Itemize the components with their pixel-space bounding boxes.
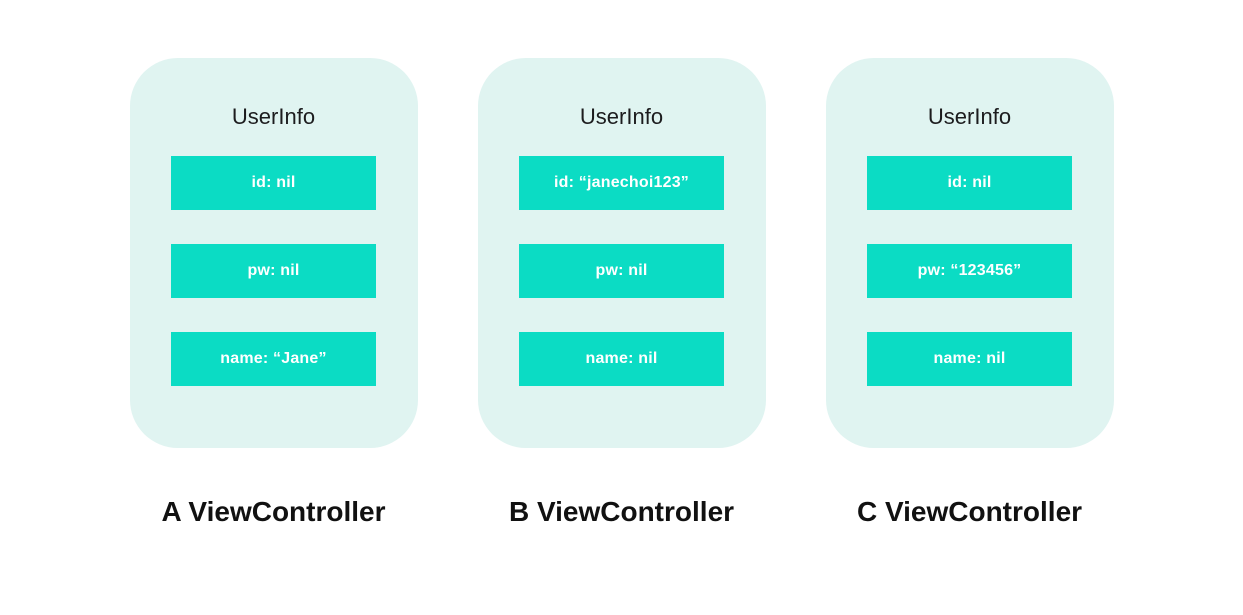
card-title: UserInfo: [927, 104, 1012, 129]
field-pw: pw: “123456”: [867, 244, 1072, 298]
viewcontrollers-diagram: UserInfo id: nil pw: nil name: “Jane” A …: [129, 58, 1114, 528]
field-list: id: “janechoi123” pw: nil name: nil: [519, 156, 724, 386]
userinfo-card-a: UserInfo id: nil pw: nil name: “Jane”: [129, 58, 418, 448]
viewcontroller-c-section: UserInfo id: nil pw: “123456” name: nil …: [825, 58, 1114, 528]
field-name: name: nil: [867, 332, 1072, 386]
userinfo-card-b: UserInfo id: “janechoi123” pw: nil name:…: [477, 58, 766, 448]
viewcontroller-a-label: A ViewController: [161, 496, 386, 527]
field-list: id: nil pw: nil name: “Jane”: [171, 156, 376, 386]
field-name: name: “Jane”: [171, 332, 376, 386]
viewcontroller-a-section: UserInfo id: nil pw: nil name: “Jane” A …: [129, 58, 418, 528]
viewcontroller-b-section: UserInfo id: “janechoi123” pw: nil name:…: [477, 58, 766, 528]
field-pw: pw: nil: [519, 244, 724, 298]
field-name: name: nil: [519, 332, 724, 386]
field-id: id: nil: [867, 156, 1072, 210]
field-pw: pw: nil: [171, 244, 376, 298]
field-id: id: “janechoi123”: [519, 156, 724, 210]
field-id: id: nil: [171, 156, 376, 210]
viewcontroller-b-label: B ViewController: [508, 496, 735, 527]
card-title: UserInfo: [231, 104, 316, 129]
userinfo-card-c: UserInfo id: nil pw: “123456” name: nil: [825, 58, 1114, 448]
card-title: UserInfo: [579, 104, 664, 129]
viewcontroller-c-label: C ViewController: [856, 496, 1083, 527]
field-list: id: nil pw: “123456” name: nil: [867, 156, 1072, 386]
